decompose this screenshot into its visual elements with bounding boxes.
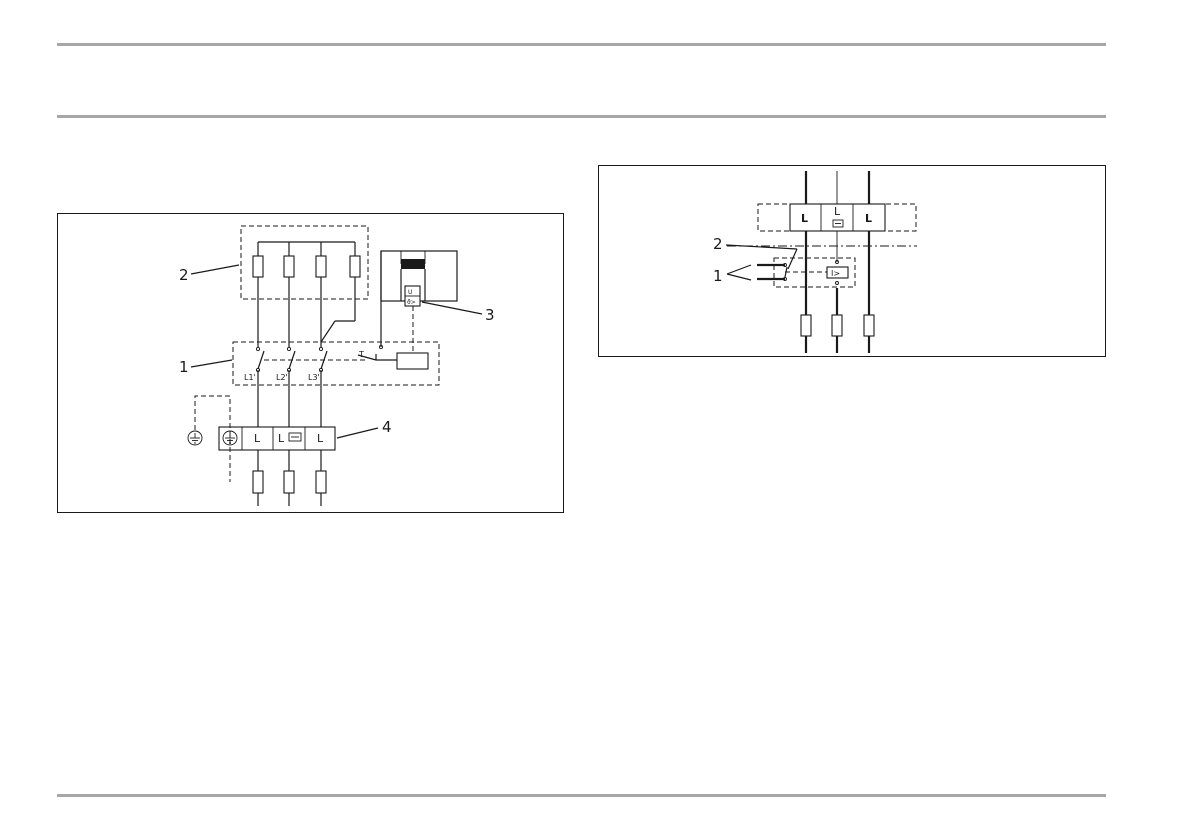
fuse-2 bbox=[832, 315, 842, 336]
heater-element-4 bbox=[350, 256, 360, 277]
contactor-coil bbox=[397, 353, 428, 369]
terminal-label-1: L bbox=[801, 212, 808, 225]
callout-1: 1 bbox=[713, 267, 723, 285]
wiring-diagram-left: T L1' L2' L3' U ϑ> bbox=[57, 213, 564, 513]
callout-2: 2 bbox=[713, 235, 723, 253]
contact-l1 bbox=[258, 351, 264, 369]
header-rule-top bbox=[57, 43, 1106, 46]
wiring-diagram-right: L L L I> 2 1 bbox=[598, 165, 1106, 357]
fuse-1 bbox=[253, 471, 263, 493]
wiring-diagram-left-svg: T L1' L2' L3' U ϑ> bbox=[58, 214, 565, 514]
switch-label: T bbox=[358, 350, 364, 359]
fuse-3 bbox=[864, 315, 874, 336]
terminal-label-3: L bbox=[865, 212, 872, 225]
heater-element-1 bbox=[253, 256, 263, 277]
callout-3: 3 bbox=[485, 306, 495, 324]
callout-1: 1 bbox=[179, 358, 189, 376]
protector-label-u: U bbox=[408, 289, 412, 296]
overcurrent-label: I> bbox=[831, 269, 840, 278]
callout-4: 4 bbox=[382, 418, 392, 436]
terminal-label-2: L bbox=[278, 432, 285, 445]
protector-label-theta: ϑ> bbox=[407, 299, 416, 306]
fuse-3 bbox=[316, 471, 326, 493]
motor-winding bbox=[401, 259, 425, 269]
terminal-label-2: L bbox=[834, 205, 841, 218]
fuse-1 bbox=[801, 315, 811, 336]
fuse-2 bbox=[284, 471, 294, 493]
terminal-label-1: L bbox=[254, 432, 261, 445]
header-rule-bottom bbox=[57, 115, 1106, 118]
wiring-diagram-right-svg: L L L I> 2 1 bbox=[599, 166, 1107, 358]
phase-label-l3: L3' bbox=[308, 373, 320, 382]
terminal-label-3: L bbox=[317, 432, 324, 445]
heater-element-3 bbox=[316, 256, 326, 277]
phase-label-l1: L1' bbox=[244, 373, 256, 382]
footer-rule bbox=[57, 794, 1106, 797]
heater-element-2 bbox=[284, 256, 294, 277]
callout-2: 2 bbox=[179, 266, 189, 284]
phase-label-l2: L2' bbox=[276, 373, 288, 382]
earth-ground-icon bbox=[188, 431, 202, 445]
